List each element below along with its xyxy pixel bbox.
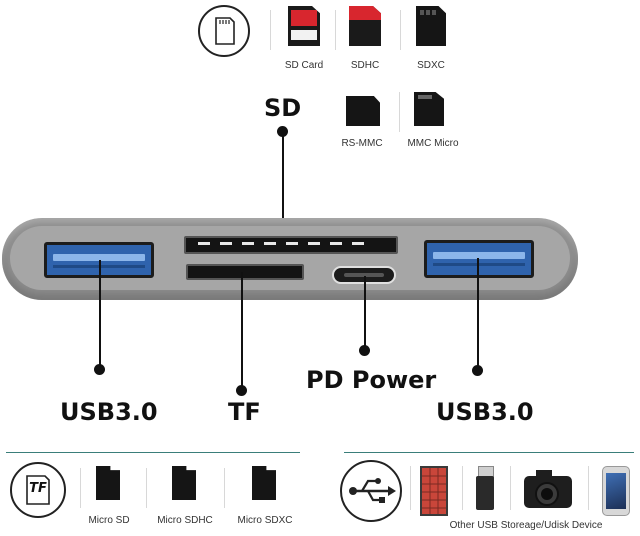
usb-left-label: USB3.0 xyxy=(60,398,158,426)
rs-mmc-card-image xyxy=(346,96,380,126)
divider xyxy=(588,466,589,510)
divider xyxy=(80,468,81,508)
sd-card-slot xyxy=(184,236,398,254)
usb-right-leader-line xyxy=(477,258,479,368)
micro-sdhc-card-image xyxy=(172,466,196,500)
divider xyxy=(399,92,400,132)
divider xyxy=(224,468,225,508)
divider-line-right xyxy=(344,452,634,453)
keyboard-image xyxy=(420,466,448,516)
sdhc-card-image xyxy=(349,6,381,46)
pd-power-label: PD Power xyxy=(306,366,437,394)
tf-circle-icon: TF xyxy=(10,462,66,518)
micro-sdxc-card-image xyxy=(252,466,276,500)
pd-leader-dot xyxy=(359,345,370,356)
divider xyxy=(335,10,336,50)
mmc-micro-card-image xyxy=(414,92,444,126)
micro-sd-label: Micro SD xyxy=(88,515,130,526)
usb-left-leader-dot xyxy=(94,364,105,375)
mmc-micro-label: MMC Micro xyxy=(407,138,459,149)
tf-leader-dot xyxy=(236,385,247,396)
tf-card-slot xyxy=(186,264,304,280)
usb-left-leader-line xyxy=(99,260,101,368)
divider xyxy=(462,466,463,510)
usb-right-label: USB3.0 xyxy=(436,398,534,426)
tf-leader-line xyxy=(241,272,243,390)
micro-sdhc-label: Micro SDHC xyxy=(157,515,213,526)
divider xyxy=(400,10,401,50)
divider-line-left xyxy=(6,452,300,453)
usb-flash-drive-image xyxy=(476,466,494,510)
divider xyxy=(410,466,411,510)
tf-icon-text: TF xyxy=(29,481,47,496)
usb-symbol-circle-icon xyxy=(340,460,402,522)
micro-sdxc-label: Micro SDXC xyxy=(237,515,293,526)
usb-port-right xyxy=(424,240,534,278)
sd-leader-line xyxy=(282,131,284,245)
usb-right-leader-dot xyxy=(472,365,483,376)
tf-label: TF xyxy=(228,398,261,426)
micro-sd-card-image xyxy=(96,466,120,500)
sd-card-circle-icon xyxy=(198,5,250,57)
smartphone-image xyxy=(602,466,630,516)
rs-mmc-label: RS-MMC xyxy=(341,138,383,149)
sdhc-label: SDHC xyxy=(350,60,380,71)
camera-image xyxy=(520,470,574,512)
divider xyxy=(510,466,511,510)
sdxc-card-image xyxy=(416,6,446,46)
sd-card-label: SD Card xyxy=(284,60,324,71)
sdxc-label: SDXC xyxy=(417,60,445,71)
other-usb-devices-caption: Other USB Storeage/Udisk Device xyxy=(449,520,603,531)
pd-leader-line xyxy=(364,276,366,350)
sd-card-image xyxy=(288,6,320,46)
divider xyxy=(146,468,147,508)
sd-label: SD xyxy=(264,94,302,122)
divider xyxy=(270,10,271,50)
